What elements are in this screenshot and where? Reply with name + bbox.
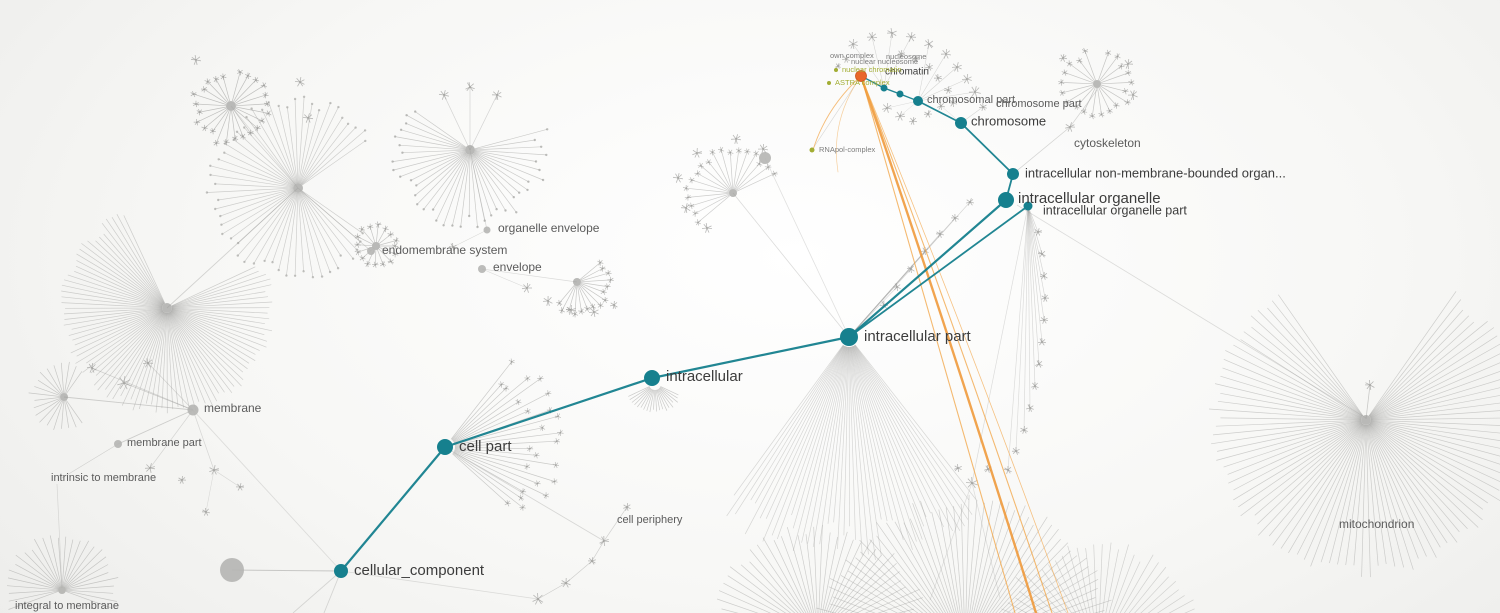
label-membrane-part[interactable]: membrane part [127, 437, 202, 449]
node-chromosome[interactable] [955, 117, 967, 129]
label-cellular-component[interactable]: cellular_component [354, 562, 485, 579]
label-envelope[interactable]: envelope [493, 260, 542, 274]
label-nucleosome[interactable]: nucleosome [886, 52, 926, 61]
label-chromatin[interactable]: chromatin [885, 67, 929, 78]
graph-nodes [334, 68, 1033, 578]
label-cell-periphery[interactable]: cell periphery [617, 514, 683, 526]
node-non-membrane-bounded-organelle[interactable] [1007, 168, 1019, 180]
node-intracellular-organelle[interactable] [998, 192, 1014, 208]
label-intracellular-part[interactable]: intracellular part [864, 328, 972, 345]
label-nuclear-nucleosome[interactable]: nuclear nucleosome [851, 57, 918, 66]
label-intracellular[interactable]: intracellular [666, 368, 743, 385]
node-path-intermediate-1[interactable] [896, 90, 904, 98]
gray-hub-dots [114, 152, 771, 582]
label-astra-complex[interactable]: ASTRA complex [835, 78, 890, 87]
node-intracellular-part[interactable] [840, 328, 858, 346]
node-rnapol-complex[interactable] [809, 147, 815, 153]
node-selected-chromatin[interactable] [855, 70, 867, 82]
label-chromosome[interactable]: chromosome [971, 113, 1046, 128]
node-nuclear-chromatin[interactable] [834, 68, 838, 72]
node-cell-part[interactable] [437, 439, 453, 455]
term-labels: cellular_component cell part intracellular… [15, 51, 1414, 612]
node-path-intermediate-2[interactable] [880, 84, 888, 92]
label-cytoskeleton[interactable]: cytoskeleton [1074, 136, 1141, 150]
node-intracellular-organelle-part[interactable] [1023, 201, 1033, 211]
label-nuclear-chromatin[interactable]: nuclear chromatin [842, 65, 902, 74]
label-intrinsic-to-membrane[interactable]: intrinsic to membrane [51, 472, 156, 484]
label-intracellular-organelle-part[interactable]: intracellular organelle part [1043, 203, 1187, 217]
collapsed-node-glyphs [86, 28, 1375, 605]
label-intracellular-organelle[interactable]: intracellular organelle [1018, 190, 1161, 207]
label-integral-to-membrane[interactable]: integral to membrane [15, 600, 119, 612]
label-organelle-envelope[interactable]: organelle envelope [498, 221, 600, 235]
label-chromosome-part[interactable]: chromosome part [996, 98, 1082, 110]
label-cell-part[interactable]: cell part [459, 438, 512, 455]
label-mitochondrion[interactable]: mitochondrion [1339, 517, 1414, 531]
node-intracellular[interactable] [644, 370, 660, 386]
label-chromosomal-part[interactable]: chromosomal part [927, 94, 1015, 106]
label-membrane[interactable]: membrane [204, 401, 262, 415]
node-chromosomal-part[interactable] [913, 96, 923, 106]
graph-edges [56, 32, 1371, 613]
label-own-complex[interactable]: own complex [830, 51, 874, 60]
label-endomembrane-system[interactable]: endomembrane system [382, 243, 507, 257]
subtree-fans [6, 47, 1500, 613]
label-rnapol-complex[interactable]: RNApol-complex [819, 145, 876, 154]
node-cellular-component[interactable] [334, 564, 348, 578]
node-astra-complex[interactable] [827, 81, 831, 85]
selected-path-edges [339, 75, 1029, 573]
label-non-membrane-bounded-organelle[interactable]: intracellular non-membrane-bounded organ… [1025, 165, 1286, 180]
